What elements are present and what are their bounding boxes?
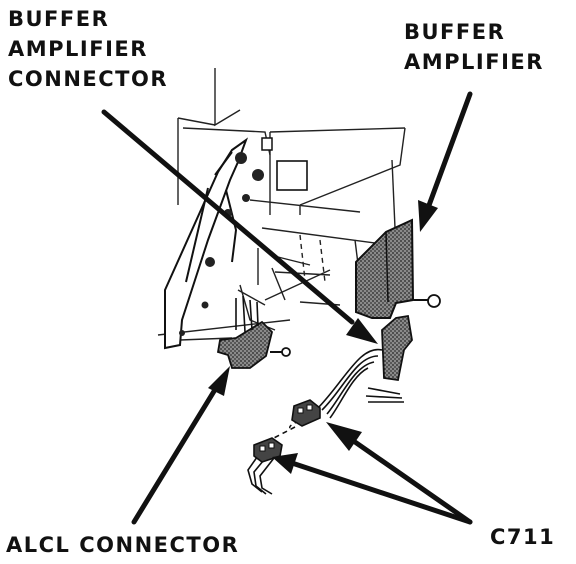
c711-connector-halves bbox=[253, 399, 321, 463]
buffer-amplifier-connector-label: BUFFER AMPLIFIER CONNECTOR bbox=[8, 4, 168, 94]
buffer-amplifier-part bbox=[355, 218, 441, 319]
dash-panel-cutout bbox=[276, 160, 308, 191]
buffer-amplifier-label: BUFFER AMPLIFIER bbox=[404, 17, 544, 77]
clip-1 bbox=[261, 137, 273, 151]
label-line: BUFFER bbox=[404, 20, 506, 44]
label-line: BUFFER bbox=[8, 7, 110, 31]
alcl-connector-label: ALCL CONNECTOR bbox=[6, 533, 240, 557]
label-line: CONNECTOR bbox=[8, 67, 169, 91]
arrow-heads bbox=[208, 200, 438, 474]
arrow-alcl-connector bbox=[131, 385, 219, 525]
alcl-connector-part bbox=[216, 295, 291, 369]
buffer-amplifier-connector-part bbox=[365, 314, 413, 403]
c711-label: C711 bbox=[490, 525, 556, 549]
label-line: AMPLIFIER bbox=[404, 50, 544, 74]
arrow-c711-lower bbox=[292, 461, 473, 525]
bracket-bolts bbox=[179, 152, 264, 336]
leader-arrows bbox=[101, 91, 473, 525]
arrow-c711-upper bbox=[352, 439, 473, 525]
arrow-buffer-amplifier bbox=[425, 91, 473, 211]
arrow-buffer-amplifier-connector bbox=[101, 109, 355, 325]
label-line: AMPLIFIER bbox=[8, 37, 148, 61]
